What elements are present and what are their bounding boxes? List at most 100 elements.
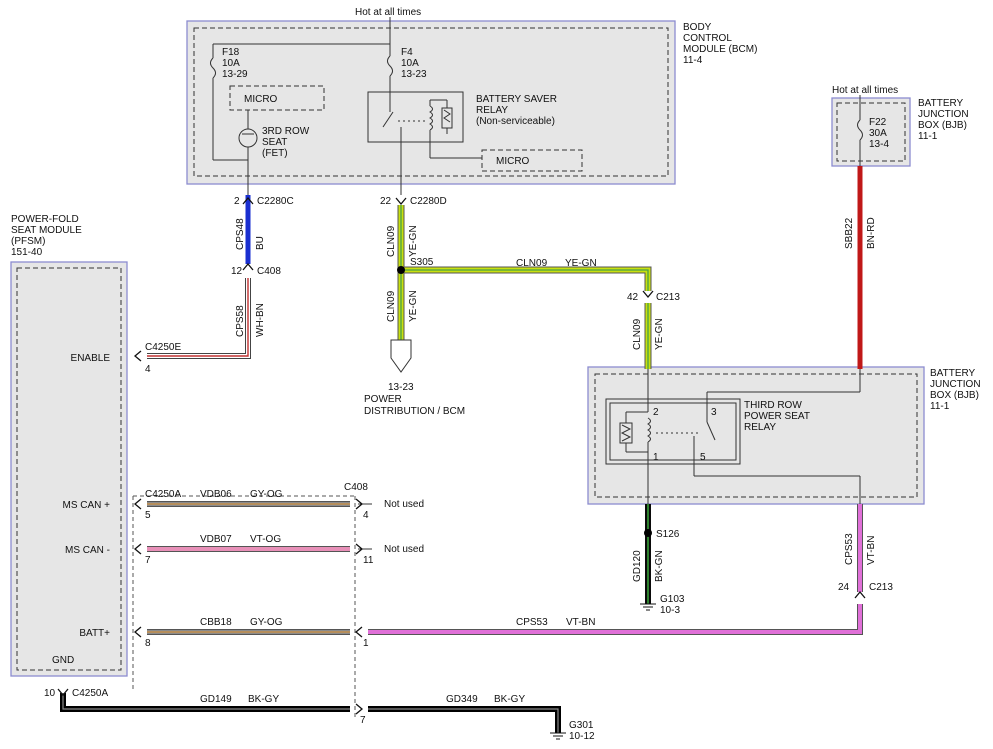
third-row-relay-internals [619, 369, 861, 504]
micro-2-label: MICRO [496, 156, 530, 167]
pfsm-ref: 151-40 [11, 247, 43, 258]
bjb-top-module [831, 97, 911, 167]
c2280c-pin: 2 [234, 196, 240, 207]
cln09-label-h: CLN09 [516, 258, 548, 269]
c408-pin11: 11 [363, 555, 374, 566]
bcm-name-1: BODY [683, 22, 712, 33]
wire-gd349 [368, 706, 561, 733]
cps58-label: CPS58 [235, 305, 246, 337]
wire-gd149 [60, 693, 350, 712]
g301-label: G301 [569, 720, 594, 731]
bs-relay-label-2: RELAY [476, 105, 508, 116]
f18-ref: 13-29 [222, 69, 248, 80]
pfsm-module [10, 261, 128, 677]
f4-name: F4 [401, 47, 413, 58]
cln09-label-3: CLN09 [632, 318, 643, 350]
fet-label-2: SEAT [262, 137, 287, 148]
pfsm-name-2: SEAT MODULE [11, 225, 82, 236]
pfsm-mscan-minus: MS CAN - [65, 545, 110, 556]
c408-label: C408 [344, 482, 368, 493]
ye-gn-label-h: YE-GN [565, 258, 597, 269]
c408-top-label: C408 [257, 266, 281, 277]
f18-name: F18 [222, 47, 240, 58]
power-ref: 13-23 [388, 382, 414, 393]
ground-g103-icon [640, 603, 656, 611]
splice-s305-icon [397, 266, 405, 274]
battery-saver-relay-box [367, 91, 464, 143]
pfsm-name-3: (PFSM) [11, 236, 45, 247]
relay-coil-2-icon [647, 417, 651, 443]
g103-label: G103 [660, 594, 685, 605]
f22-name: F22 [869, 117, 887, 128]
micro-box-2 [481, 149, 583, 172]
bu-label: BU [255, 236, 266, 250]
f18-amps: 10A [222, 58, 240, 69]
gd349-label: GD349 [446, 694, 478, 705]
wire-cps58 [147, 278, 251, 359]
bjb-top-name-2: JUNCTION [918, 109, 969, 120]
wire-cps53 [368, 504, 863, 635]
c213-top-label: C213 [656, 292, 680, 303]
cbb18-label: CBB18 [200, 617, 232, 628]
ye-gn-label-3: YE-GN [654, 318, 665, 350]
ye-gn-label-1: YE-GN [408, 225, 419, 257]
c4250a-gnd-pin: 10 [44, 688, 56, 699]
bs-relay-label-1: BATTERY SAVER [476, 94, 557, 105]
vdb07-label: VDB07 [200, 534, 232, 545]
bk-gn-label: BK-GN [654, 550, 665, 582]
f4-amps: 10A [401, 58, 419, 69]
c213-bot-label: C213 [869, 582, 893, 593]
bjb-main-module [587, 366, 925, 505]
power-label-1: POWER [364, 394, 402, 405]
c2280d-pin: 22 [380, 196, 392, 207]
micro-box-1 [229, 85, 325, 111]
bcm-module [186, 20, 676, 185]
bjb-main-name-3: BOX (BJB) [930, 390, 979, 401]
f22-ref: 13-4 [869, 139, 889, 150]
gy-og-label-2: GY-OG [250, 617, 283, 628]
bcm-internals [210, 17, 583, 195]
s126-label: S126 [656, 529, 680, 540]
f4-fuse-icon [387, 55, 393, 77]
pfsm-enable: ENABLE [71, 353, 111, 364]
bjb-main-name-1: BATTERY [930, 368, 976, 379]
connector-chevrons [57, 196, 866, 715]
fet-label-3: (FET) [262, 148, 288, 159]
ye-gn-label-2: YE-GN [408, 290, 419, 322]
wire-cln09 [397, 205, 652, 369]
f4-ref: 13-23 [401, 69, 427, 80]
c4250a-pin5: 5 [145, 510, 151, 521]
cps48-label: CPS48 [235, 218, 246, 250]
c408-pin7: 7 [360, 715, 366, 726]
c4250a-gnd-label: C4250A [72, 688, 108, 699]
c408-pin1: 1 [363, 638, 369, 649]
bcm-ref: 11-4 [683, 55, 703, 66]
c408-pin4: 4 [363, 510, 369, 521]
sbb22-label: SBB22 [844, 217, 855, 249]
tr-relay-pin2: 2 [653, 407, 659, 418]
c4250a-pin7: 7 [145, 555, 151, 566]
bcm-name-2: CONTROL [683, 33, 732, 44]
f18-fuse-icon [210, 57, 216, 79]
vdb06-label: VDB06 [200, 489, 232, 500]
pfsm-mscan-plus: MS CAN + [62, 500, 110, 511]
cln09-label-1: CLN09 [386, 225, 397, 257]
tr-relay-label-2: POWER SEAT [744, 411, 810, 422]
c4250e-label: C4250E [145, 342, 181, 353]
ground-g301-icon [550, 732, 566, 740]
tr-relay-label-3: RELAY [744, 422, 776, 433]
power-label-2: DISTRIBUTION / BCM [364, 406, 465, 417]
c213-top-pin: 42 [627, 292, 639, 303]
c2280d-label: C2280D [410, 196, 447, 207]
c4250a-pin8: 8 [145, 638, 151, 649]
c408-top-pin: 12 [231, 266, 243, 277]
bjb-top-internals [857, 95, 863, 166]
cps53-label-v: CPS53 [844, 533, 855, 565]
fet-label-1: 3RD ROW [262, 126, 310, 137]
bk-gy-label-1: BK-GY [248, 694, 279, 705]
vt-og-label: VT-OG [250, 534, 281, 545]
bcm-name-3: MODULE (BCM) [683, 44, 757, 55]
not-used-2: Not used [384, 544, 424, 555]
bn-rd-label: BN-RD [866, 217, 877, 249]
